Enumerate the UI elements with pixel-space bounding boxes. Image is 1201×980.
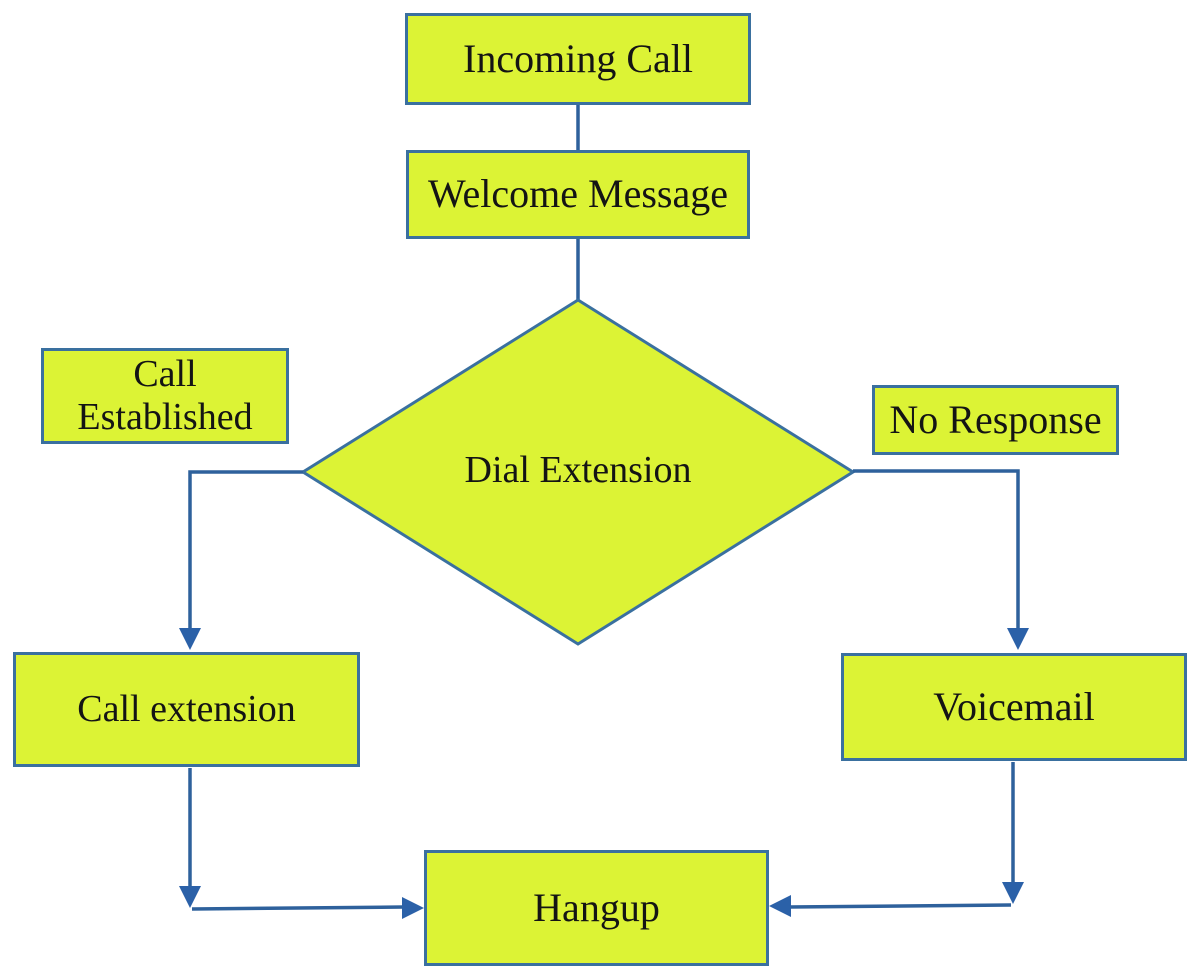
node-voicemail: Voicemail <box>841 653 1187 761</box>
dial-extension-diamond <box>300 298 856 646</box>
connector-callextension-to-hangup-horizontal <box>191 905 405 911</box>
node-welcome-message-label: Welcome Message <box>428 171 728 217</box>
node-voicemail-label: Voicemail <box>933 683 1095 729</box>
node-hangup: Hangup <box>424 850 769 966</box>
arrowhead-down-icon <box>179 886 201 908</box>
node-incoming-call-label: Incoming Call <box>463 35 693 81</box>
connector-dial-to-callextension <box>188 470 303 632</box>
node-hangup-label: Hangup <box>533 884 660 930</box>
node-no-response: No Response <box>872 385 1119 455</box>
node-incoming-call: Incoming Call <box>405 13 751 105</box>
arrowhead-down-icon <box>1002 882 1024 904</box>
connector-dial-to-voicemail <box>853 469 1020 632</box>
arrowhead-down-icon <box>1007 628 1029 650</box>
arrowhead-right-icon <box>402 897 424 919</box>
node-call-established: Call Established <box>41 348 289 444</box>
node-no-response-label: No Response <box>889 396 1102 442</box>
node-call-established-label: Call Established <box>77 353 253 438</box>
node-call-extension: Call extension <box>13 652 360 767</box>
node-call-extension-label: Call extension <box>77 688 296 731</box>
node-welcome-message: Welcome Message <box>406 150 750 239</box>
arrowhead-down-icon <box>179 628 201 650</box>
connector-voicemail-to-hangup-horizontal <box>788 903 1012 909</box>
arrowhead-left-icon <box>769 895 791 917</box>
node-dial-extension-label: Dial Extension <box>464 449 692 491</box>
